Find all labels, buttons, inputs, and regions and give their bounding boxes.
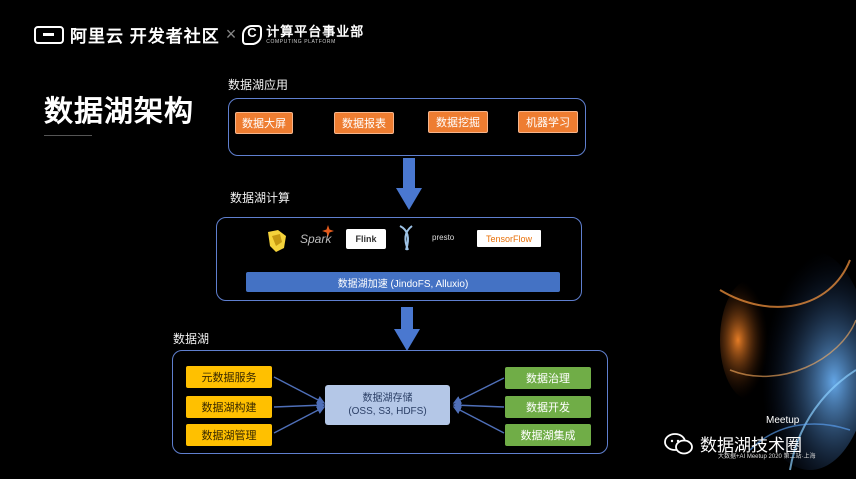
lake-right-integration: 数据湖集成 — [505, 424, 591, 446]
app-item-mining: 数据挖掘 — [428, 111, 488, 133]
meetup-subtitle: 大数据+AI Meetup 2020 第二站·上海 — [718, 454, 816, 460]
aliyun-bracket-icon — [34, 25, 64, 44]
connector-manage — [273, 406, 326, 434]
computing-platform-icon — [242, 24, 263, 45]
lake-right-governance: 数据治理 — [505, 367, 591, 389]
connector-build — [273, 401, 326, 410]
lake-panel — [172, 350, 608, 454]
lake-storage-box: 数据湖存储 (OSS, S3, HDFS) — [325, 385, 450, 425]
application-panel — [228, 98, 586, 156]
app-item-report: 数据报表 — [334, 112, 394, 134]
wechat-account-name: 数据湖技术圈 — [700, 436, 802, 455]
lake-connectors — [273, 376, 505, 434]
lake-right-development: 数据开发 — [505, 396, 591, 418]
particle-swirl-graphic — [719, 250, 856, 471]
storage-subtitle: (OSS, S3, HDFS) — [348, 406, 427, 417]
lake-label: 数据湖 — [173, 332, 210, 346]
application-label: 数据湖应用 — [228, 78, 289, 92]
connector-development — [452, 401, 505, 410]
flink-logo: Flink — [346, 229, 386, 249]
app-item-dashboard: 数据大屏 — [235, 112, 293, 134]
compute-label: 数据湖计算 — [230, 191, 291, 205]
lake-left-metadata: 元数据服务 — [186, 366, 272, 388]
storage-title: 数据湖存储 — [362, 392, 413, 404]
title-divider — [44, 135, 92, 136]
wechat-watermark: 数据湖技术圈 — [664, 431, 802, 456]
computing-platform-en: COMPUTING PLATFORM — [266, 38, 336, 45]
spark-star-icon — [322, 225, 334, 237]
acceleration-bar: 数据湖加速 (JindoFS, Alluxio) — [246, 272, 560, 292]
hive-icon — [268, 230, 286, 252]
header-logos: 阿里云 开发者社区 × 计算平台事业部 COMPUTING PLATFORM — [34, 22, 364, 47]
computing-platform-logo: 计算平台事业部 COMPUTING PLATFORM — [242, 23, 365, 45]
aliyun-text: 阿里云 开发者社区 — [70, 27, 220, 46]
wechat-icon — [664, 432, 693, 454]
compute-panel — [216, 217, 582, 301]
tensorflow-logo: TensorFlow — [477, 230, 541, 247]
lake-left-build: 数据湖构建 — [186, 396, 272, 418]
page-title: 数据湖架构 — [44, 96, 195, 128]
connector-metadata — [273, 376, 326, 404]
connector-integration — [452, 406, 505, 434]
connector-governance — [452, 377, 505, 404]
app-item-ml: 机器学习 — [518, 111, 578, 133]
down-arrow-icon — [394, 307, 420, 351]
druid-icon — [399, 225, 413, 251]
down-arrow-icon — [396, 158, 422, 210]
logo-separator: × — [225, 24, 237, 44]
presto-logo: presto — [432, 233, 455, 242]
lake-left-manage: 数据湖管理 — [186, 424, 272, 446]
spark-logo: Spark — [300, 232, 332, 246]
meetup-brand: Meetup — [766, 415, 800, 426]
computing-platform-cn: 计算平台事业部 — [266, 23, 365, 39]
aliyun-logo: 阿里云 开发者社区 — [34, 22, 220, 47]
